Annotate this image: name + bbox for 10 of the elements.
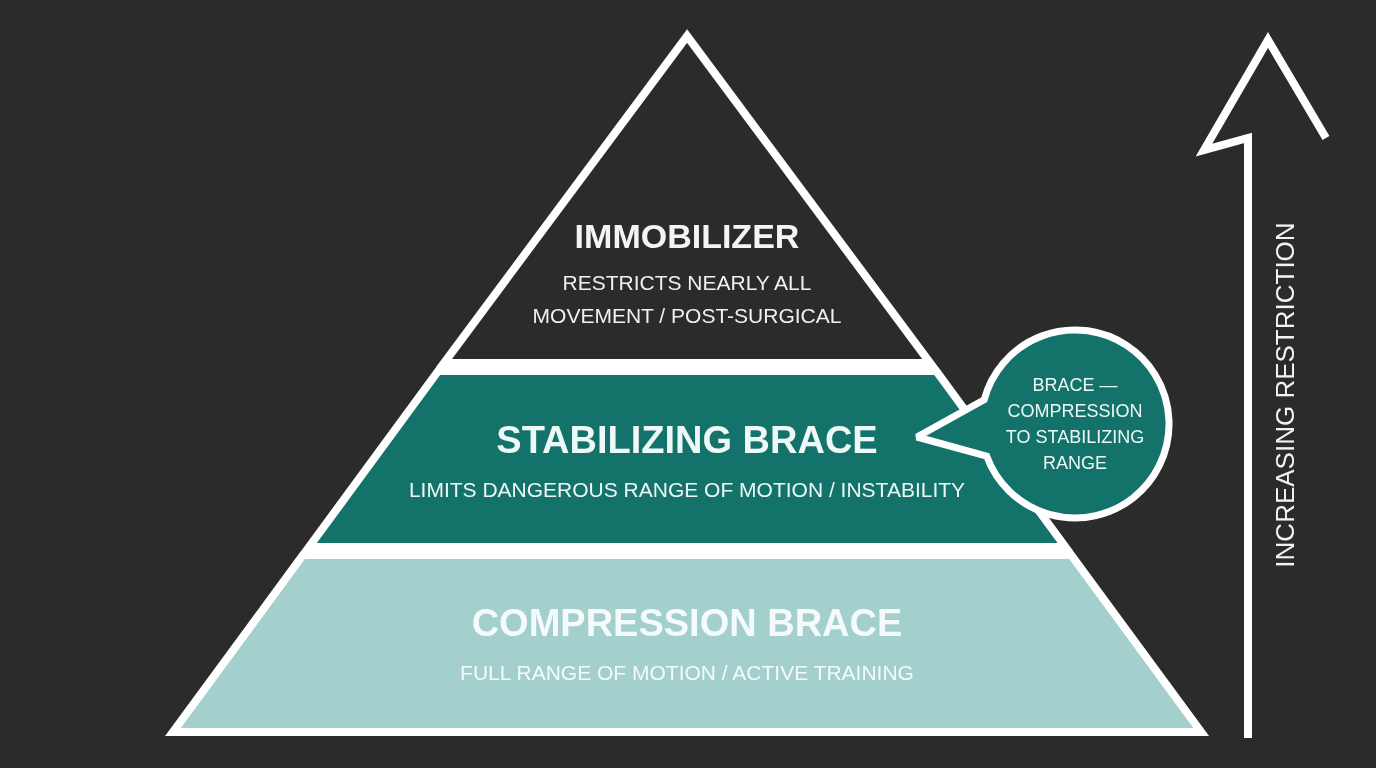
tier-title: IMMOBILIZER — [574, 216, 800, 256]
tier-description: LIMITS DANGEROUS RANGE OF MOTION / INSTABILITY — [408, 477, 966, 503]
tier-title: STABILIZING BRACE — [496, 418, 878, 462]
pyramid-tier — [435, 29, 939, 367]
pyramid-tier — [164, 551, 1210, 736]
axis-label: INCREASING RESTRICTION — [1270, 222, 1300, 568]
tier-description: RESTRICTS NEARLY ALL MOVEMENT / POST-SURGICAL — [531, 270, 843, 329]
callout-text: BRACE — COMPRESSION TO STABILIZING RANGE — [1004, 374, 1146, 475]
tier-title: COMPRESSION BRACE — [471, 601, 903, 645]
tier-description: FULL RANGE OF MOTION / ACTIVE TRAINING — [460, 660, 914, 686]
